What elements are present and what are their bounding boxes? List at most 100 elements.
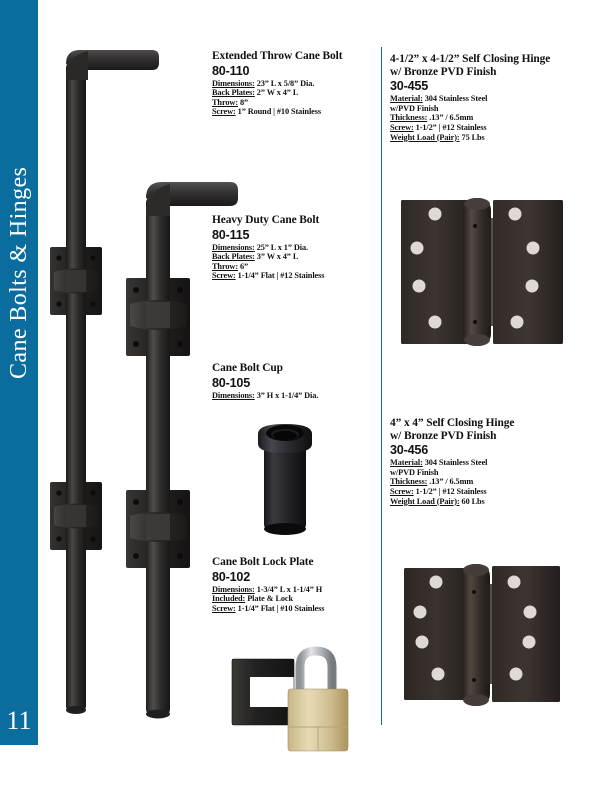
spec-value: .13” / 6.5mm [429, 113, 474, 123]
product-image-hinge-large [397, 196, 569, 348]
category-title: Cane Bolts & Hinges [5, 166, 32, 379]
product-image-cane-bolt-long [44, 42, 184, 732]
product-image-hinge-small [398, 562, 566, 710]
product-image-cane-bolt-heavy [126, 172, 266, 732]
spec-value: 304 Stainless Steel [424, 94, 488, 104]
product-specs: Dimensions: 23” L x 5/8” Dia. Back Plate… [212, 79, 377, 117]
spec-row: Screw: 1-1/2” | #12 Stainless [390, 487, 590, 497]
product-image-lock-plate-padlock [228, 645, 358, 755]
spec-row: Included: Plate & Lock [212, 594, 382, 604]
spec-row: Dimensions: 3” H x 1-1/4” Dia. [212, 391, 377, 401]
spec-label: Screw: [212, 107, 236, 117]
category-sidebar: Cane Bolts & Hinges 11 [0, 0, 38, 745]
spec-label: Screw: [212, 271, 236, 281]
spec-row: w/PVD Finish [390, 104, 590, 114]
spec-label: Thickness: [390, 477, 428, 487]
product-code: 80-115 [212, 227, 250, 242]
spec-label: Dimensions: [212, 242, 255, 252]
spec-label: Throw: [212, 97, 238, 107]
spec-label: Thickness: [390, 113, 428, 123]
spec-row: Dimensions: 23” L x 5/8” Dia. [212, 79, 377, 89]
spec-label: Dimensions: [212, 390, 255, 400]
spec-row: Screw: 1-1/4” Flat | #12 Stainless [212, 271, 377, 281]
product-specs: Dimensions: 25” L x 1” Dia. Back Plates:… [212, 243, 377, 281]
product-code: 80-105 [212, 375, 251, 390]
product-title: Cane Bolt Lock Plate [212, 556, 314, 568]
spec-row: Dimensions: 25” L x 1” Dia. [212, 243, 377, 253]
spec-row: Weight Load (Pair): 75 Lbs [390, 133, 590, 143]
spec-value: 304 Stainless Steel [424, 458, 488, 468]
spec-row: Screw: 1” Round | #10 Stainless [212, 107, 377, 117]
product-code: 30-455 [390, 79, 429, 94]
product-title: Heavy Duty Cane Bolt [212, 214, 320, 226]
product-image-cane-bolt-cup [248, 416, 338, 541]
product-info-heavy-duty-cane-bolt: Heavy Duty Cane Bolt 80-115 Dimensions: … [212, 214, 377, 281]
spec-row: Throw: 8” [212, 98, 377, 108]
spec-value: 1-1/2” | #12 Stainless [415, 486, 487, 496]
spec-label: Weight Load (Pair): [390, 496, 460, 506]
spec-row: Material: 304 Stainless Steel [390, 458, 590, 468]
product-title-line2: w/ Bronze PVD Finish [390, 65, 497, 78]
spec-row: Thickness: .13” / 6.5mm [390, 113, 590, 123]
product-title-line1: 4” x 4” Self Closing Hinge [390, 417, 515, 429]
spec-row: Weight Load (Pair): 60 Lbs [390, 497, 590, 507]
spec-row: Dimensions: 1-3/4” L x 1-1/4” H [212, 585, 382, 595]
spec-value: w/PVD Finish [390, 103, 439, 113]
spec-value: 1-1/2” | #12 Stainless [415, 122, 487, 132]
spec-label: Material: [390, 458, 423, 468]
spec-label: Back Plates: [212, 88, 255, 98]
spec-label: Included: [212, 594, 246, 604]
spec-row: Material: 304 Stainless Steel [390, 94, 590, 104]
spec-label: Screw: [212, 603, 236, 613]
spec-value: w/PVD Finish [390, 467, 439, 477]
spec-label: Back Plates: [212, 252, 255, 262]
spec-row: Thickness: .13” / 6.5mm [390, 477, 590, 487]
spec-label: Screw: [390, 486, 414, 496]
spec-value: 25” L x 1” Dia. [256, 242, 308, 252]
spec-value: Plate & Lock [247, 594, 294, 604]
product-title-line1: 4-1/2” x 4-1/2” Self Closing Hinge [390, 53, 551, 65]
spec-value: 1-1/4” Flat | #12 Stainless [237, 271, 325, 281]
spec-value: 2” W x 4” L [256, 88, 299, 98]
spec-label: Screw: [390, 122, 414, 132]
product-specs: Dimensions: 3” H x 1-1/4” Dia. [212, 391, 377, 401]
product-title-line2: w/ Bronze PVD Finish [390, 429, 497, 442]
spec-label: Weight Load (Pair): [390, 132, 460, 142]
spec-row: w/PVD Finish [390, 468, 590, 478]
page-number: 11 [6, 706, 32, 735]
spec-value: 1-3/4” L x 1-1/4” H [256, 584, 323, 594]
spec-value: 6” [239, 261, 249, 271]
spec-value: 3” H x 1-1/4” Dia. [256, 390, 319, 400]
product-info-cane-bolt-lock-plate: Cane Bolt Lock Plate 80-102 Dimensions: … [212, 556, 382, 613]
spec-value: 8” [239, 97, 249, 107]
product-code: 80-110 [212, 63, 250, 78]
spec-value: .13” / 6.5mm [429, 477, 474, 487]
spec-row: Back Plates: 3” W x 4” L [212, 252, 377, 262]
product-specs: Material: 304 Stainless Steel w/PVD Fini… [390, 458, 590, 506]
spec-label: Material: [390, 94, 423, 104]
product-info-extended-throw-cane-bolt: Extended Throw Cane Bolt 80-110 Dimensio… [212, 50, 377, 117]
spec-label: Dimensions: [212, 78, 255, 88]
product-title: Cane Bolt Cup [212, 362, 283, 374]
product-code: 80-102 [212, 569, 251, 584]
product-info-self-closing-hinge-450: 4-1/2” x 4-1/2” Self Closing Hinge w/ Br… [390, 53, 590, 142]
spec-row: Screw: 1-1/4” Flat | #10 Stainless [212, 604, 382, 614]
spec-value: 1” Round | #10 Stainless [237, 107, 321, 117]
spec-value: 3” W x 4” L [256, 252, 299, 262]
product-info-cane-bolt-cup: Cane Bolt Cup 80-105 Dimensions: 3” H x … [212, 362, 377, 400]
product-specs: Material: 304 Stainless Steel w/PVD Fini… [390, 94, 590, 142]
spec-row: Screw: 1-1/2” | #12 Stainless [390, 123, 590, 133]
spec-label: Dimensions: [212, 584, 255, 594]
spec-label: Throw: [212, 261, 238, 271]
spec-value: 60 Lbs [461, 496, 485, 506]
spec-value: 23” L x 5/8” Dia. [256, 78, 315, 88]
spec-value: 75 Lbs [461, 132, 485, 142]
spec-row: Back Plates: 2” W x 4” L [212, 88, 377, 98]
spec-row: Throw: 6” [212, 262, 377, 272]
product-specs: Dimensions: 1-3/4” L x 1-1/4” H Included… [212, 585, 382, 614]
product-info-self-closing-hinge-400: 4” x 4” Self Closing Hinge w/ Bronze PVD… [390, 417, 590, 506]
spec-value: 1-1/4” Flat | #10 Stainless [237, 603, 325, 613]
product-title: Extended Throw Cane Bolt [212, 50, 343, 62]
product-code: 30-456 [390, 443, 429, 458]
